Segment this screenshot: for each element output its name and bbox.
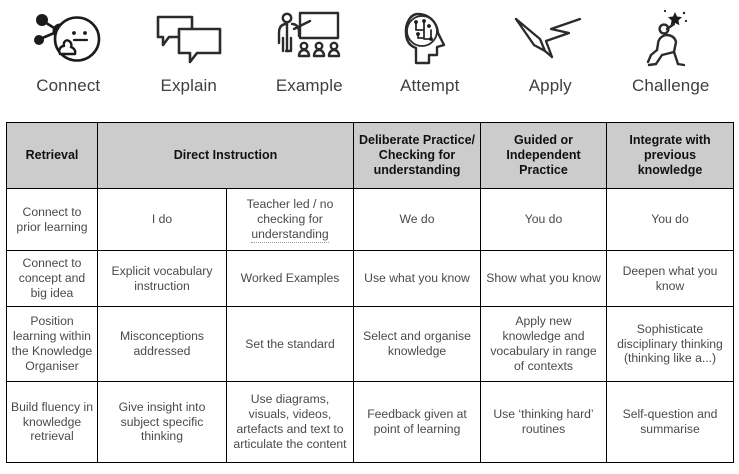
column-header-guided-independent-practice: Guided or Independent Practice [480, 122, 607, 189]
cell-direct-instruction-a-1: I do [97, 188, 227, 251]
speech-bubbles-icon [153, 6, 225, 72]
cell-direct-instruction-b-1: Teacher led / no checking for understand… [226, 188, 354, 251]
column-header-retrieval: Retrieval [6, 122, 98, 189]
icon-strip: Connect Explain [0, 0, 739, 122]
cell-guided-independent-3: Apply new knowledge and vocabulary in ra… [480, 306, 607, 382]
cell-direct-instruction-b-4: Use diagrams, visuals, videos, artefacts… [226, 381, 354, 463]
cell-direct-instruction-b-2: Worked Examples [226, 250, 354, 307]
table-body: Connect to prior learning I do Teacher l… [6, 188, 734, 463]
cell-direct-instruction-b-3: Set the standard [226, 306, 354, 382]
cell-direct-instruction-a-3: Misconceptions addressed [97, 306, 227, 382]
cell-retrieval-4: Build fluency in knowledge retrieval [6, 381, 98, 463]
icon-cell-connect[interactable]: Connect [8, 6, 129, 96]
icon-cell-attempt[interactable]: Attempt [370, 6, 491, 96]
table-header: Retrieval Direct Instruction Deliberate … [6, 122, 734, 189]
table-row: Connect to prior learning I do Teacher l… [6, 188, 734, 251]
icon-cell-explain[interactable]: Explain [129, 6, 250, 96]
icon-cell-apply[interactable]: Apply [490, 6, 611, 96]
icon-cell-example[interactable]: Example [249, 6, 370, 96]
connect-thinking-head-icon [29, 6, 107, 72]
table-row: Build fluency in knowledge retrieval Giv… [6, 381, 734, 463]
cell-direct-instruction-a-4: Give insight into subject specific think… [97, 381, 227, 463]
brain-circuit-head-icon [398, 6, 462, 72]
pen-writing-check-icon [512, 6, 588, 72]
icon-label-explain: Explain [160, 76, 217, 95]
pedagogy-matrix-table: Retrieval Direct Instruction Deliberate … [6, 122, 734, 463]
cell-integrate-previous-2: Deepen what you know [606, 250, 734, 307]
cell-retrieval-2: Connect to concept and big idea [6, 250, 98, 307]
icon-label-example: Example [275, 76, 343, 95]
teacher-whiteboard-class-icon [274, 6, 344, 72]
table-row: Connect to concept and big idea Explicit… [6, 250, 734, 307]
cell-retrieval-3: Position learning within the Knowledge O… [6, 306, 98, 382]
cell-integrate-previous-4: Self-question and summarise [606, 381, 734, 463]
cell-guided-independent-1: You do [480, 188, 607, 251]
column-header-deliberate-practice: Deliberate Practice/ Checking for unders… [353, 122, 481, 189]
cell-deliberate-practice-4: Feedback given at point of learning [353, 381, 481, 463]
person-reaching-star-icon [642, 6, 700, 72]
cell-guided-independent-2: Show what you know [480, 250, 607, 307]
column-header-direct-instruction: Direct Instruction [97, 122, 354, 189]
column-header-integrate-previous-knowledge: Integrate with previous knowledge [606, 122, 734, 189]
table-row: Position learning within the Knowledge O… [6, 306, 734, 382]
spellcheck-flagged-word: understanding [251, 226, 329, 243]
matrix-table-container: Retrieval Direct Instruction Deliberate … [0, 122, 739, 463]
cell-integrate-previous-1: You do [606, 188, 734, 251]
cell-deliberate-practice-3: Select and organise knowledge [353, 306, 481, 382]
icon-label-challenge: Challenge [632, 76, 710, 95]
cell-deliberate-practice-2: Use what you know [353, 250, 481, 307]
cell-text: Teacher led / no checking for [246, 197, 334, 227]
icon-cell-challenge[interactable]: Challenge [611, 6, 732, 96]
cell-direct-instruction-a-2: Explicit vocabulary instruction [97, 250, 227, 307]
cell-deliberate-practice-1: We do [353, 188, 481, 251]
cell-guided-independent-4: Use ‘thinking hard’ routines [480, 381, 607, 463]
header-row: Retrieval Direct Instruction Deliberate … [6, 122, 734, 189]
cell-integrate-previous-3: Sophisticate disciplinary thinking (thin… [606, 306, 734, 382]
icon-label-connect: Connect [36, 76, 101, 95]
cell-retrieval-1: Connect to prior learning [6, 188, 98, 251]
icon-label-attempt: Attempt [400, 76, 460, 95]
icon-label-apply: Apply [528, 76, 572, 95]
